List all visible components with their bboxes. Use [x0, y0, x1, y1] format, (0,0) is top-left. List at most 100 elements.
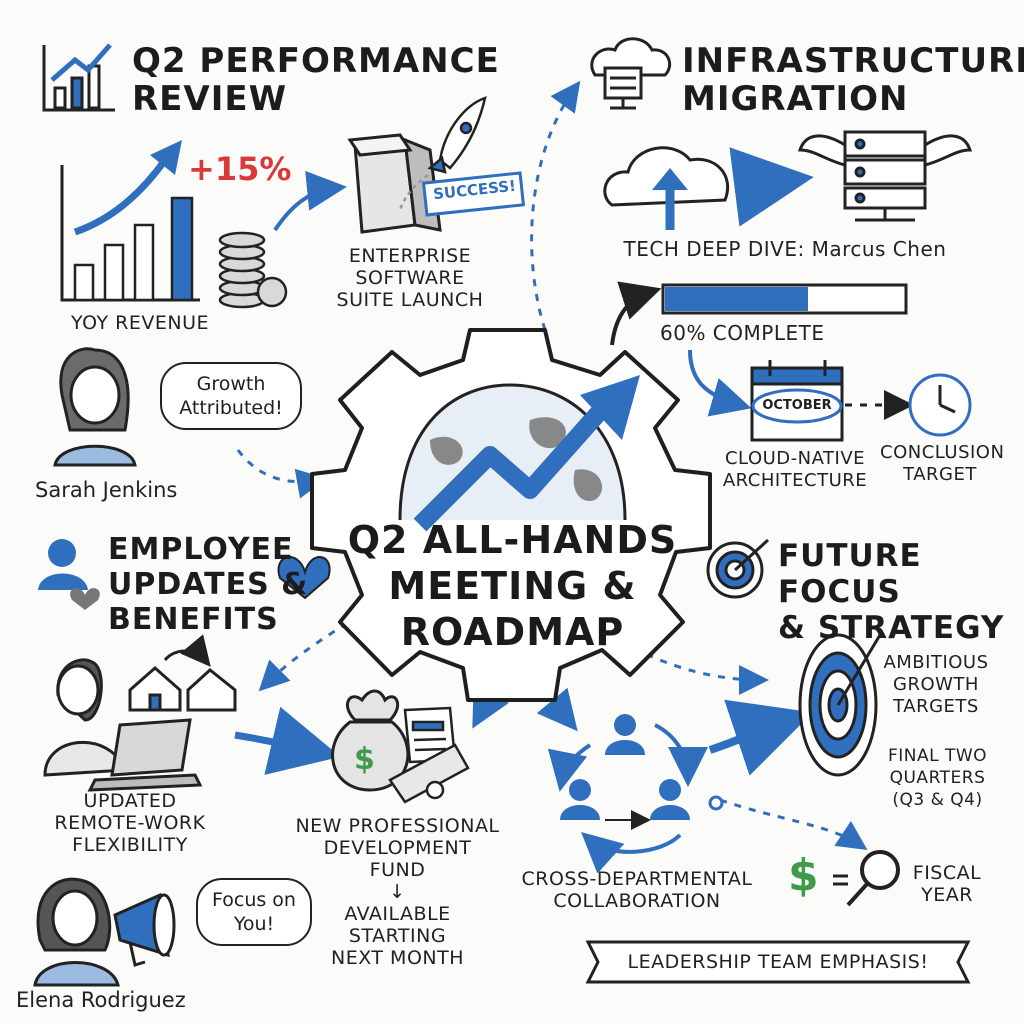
fund-line3: FUND: [369, 859, 426, 881]
elena-bubble-line1: Focus on: [212, 889, 296, 911]
elena-name: Elena Rodriguez: [16, 988, 186, 1012]
target-icon: [706, 538, 770, 599]
infrastructure-header-line1: INFRASTRUCTURE: [682, 41, 1024, 81]
performance-header-line2: REVIEW: [132, 79, 288, 119]
conclusion-line1: CONCLUSION: [880, 442, 1005, 463]
sarah-bubble-line1: Growth: [196, 373, 266, 395]
elena-speech-bubble: Focus on You!: [196, 878, 312, 946]
targets-line1: AMBITIOUS: [883, 652, 989, 673]
launch-line1: ENTERPRISE: [348, 245, 472, 267]
upload-cloud-icon: [603, 146, 729, 230]
quarters-line2: QUARTERS: [889, 768, 986, 788]
coins-icon: [218, 231, 288, 309]
architecture-line2: ARCHITECTURE: [722, 470, 868, 491]
remote-line1: UPDATED: [83, 790, 177, 812]
future-header: FUTURE FOCUS & STRATEGY: [778, 538, 1024, 646]
leadership-emphasis-label: LEADERSHIP TEAM EMPHASIS!: [627, 951, 929, 973]
fiscal-label: FISCAL YEAR: [902, 862, 992, 906]
cloud-server-icon: [590, 37, 671, 110]
targets-label: AMBITIOUS GROWTH TARGETS: [880, 652, 992, 718]
collab-line2: COLLABORATION: [553, 890, 721, 912]
winged-server-icon: [797, 130, 973, 222]
targets-line3: TARGETS: [893, 696, 979, 717]
rocket-icon: [398, 96, 487, 211]
fiscal-line1: FISCAL: [912, 862, 982, 884]
trend-arrow-icon: [413, 375, 640, 532]
growth-percentage: +15%: [188, 150, 292, 188]
document-icon: [403, 706, 457, 764]
sarah-name: Sarah Jenkins: [35, 478, 178, 502]
conclusion-label: CONCLUSION TARGET: [880, 442, 1005, 486]
money-bag-icon: [331, 689, 410, 792]
calendar-month: OCTOBER: [762, 398, 832, 413]
fund-line1: NEW PROFESSIONAL: [295, 815, 500, 837]
avatar-sarah: [53, 347, 137, 467]
employee-header-line1: EMPLOYEE: [108, 532, 294, 567]
employee-header-line3: BENEFITS: [108, 602, 279, 637]
bar-chart-icon: [42, 43, 115, 112]
avatar-remote-worker: [43, 658, 128, 777]
progress-bar: [661, 283, 908, 315]
launch-line2: SOFTWARE: [355, 267, 465, 289]
performance-header-line1: Q2 PERFORMANCE: [132, 41, 500, 81]
revenue-label: YOY REVENUE: [71, 312, 209, 334]
infrastructure-header-line2: MIGRATION: [682, 79, 909, 119]
collab-line1: CROSS-DEPARTMENTAL: [521, 868, 753, 890]
employee-header-line2: UPDATES &: [108, 567, 309, 602]
quarters-line3: (Q3 & Q4): [892, 790, 983, 810]
elena-bubble-line2: You!: [233, 913, 275, 935]
sarah-bubble-line2: Attributed!: [179, 397, 283, 419]
deep-dive-label: TECH DEEP DIVE: Marcus Chen: [623, 237, 947, 261]
center-title: Q2 ALL-HANDS MEETING & ROADMAP: [330, 517, 695, 655]
avail-line2: STARTING: [348, 925, 447, 947]
calendar-icon: [750, 360, 844, 442]
collaboration-label: CROSS-DEPARTMENTAL COLLABORATION: [512, 868, 762, 912]
fund-arrow: ↓: [389, 881, 406, 903]
architecture-line1: CLOUD-NATIVE: [724, 448, 866, 469]
avatar-elena: [33, 877, 120, 987]
fiscal-dollar-icon: $: [788, 850, 819, 901]
center-title-line2: MEETING &: [388, 564, 637, 608]
employee-header: EMPLOYEE UPDATES & BENEFITS: [108, 532, 308, 637]
progress-label: 60% COMPLETE: [660, 321, 825, 345]
heart-icon: [277, 556, 331, 600]
success-stamp: [421, 171, 526, 217]
conclusion-line2: TARGET: [903, 464, 977, 485]
dollar-sign-icon: $: [354, 742, 375, 777]
remote-work-label: UPDATED REMOTE-WORK FLEXIBILITY: [45, 790, 215, 856]
targets-line2: GROWTH: [893, 674, 979, 695]
architecture-label: CLOUD-NATIVE ARCHITECTURE: [715, 448, 875, 492]
clock-icon: [908, 373, 972, 437]
fund-line2: DEVELOPMENT: [323, 837, 472, 859]
center-title-line1: Q2 ALL-HANDS: [347, 518, 678, 562]
remote-line2: REMOTE-WORK: [54, 812, 206, 834]
launch-line3: SUITE LAUNCH: [336, 289, 484, 311]
equals-icon: [833, 874, 848, 886]
quarters-line1: FINAL TWO: [887, 746, 988, 766]
future-header-line1: FUTURE FOCUS: [778, 538, 922, 610]
fund-label: NEW PROFESSIONAL DEVELOPMENT FUND ↓ AVAI…: [290, 815, 505, 969]
quarters-label: FINAL TWO QUARTERS (Q3 & Q4): [880, 745, 995, 811]
center-title-line3: ROADMAP: [400, 610, 625, 654]
remote-line3: FLEXIBILITY: [72, 834, 188, 856]
diploma-icon: [388, 743, 470, 804]
avail-line1: AVAILABLE: [344, 903, 451, 925]
sarah-speech-bubble: Growth Attributed!: [160, 362, 302, 430]
large-target-icon: [798, 633, 882, 777]
home-icon: [128, 634, 237, 712]
avail-line3: NEXT MONTH: [331, 947, 464, 969]
solid-connectors: [234, 147, 814, 776]
connector-dot: [708, 795, 724, 811]
performance-header: Q2 PERFORMANCE REVIEW: [132, 42, 500, 118]
emphasis-banner: [585, 940, 971, 984]
future-header-line2: & STRATEGY: [778, 610, 1005, 646]
launch-label: ENTERPRISE SOFTWARE SUITE LAUNCH: [320, 245, 500, 311]
revenue-chart: [60, 140, 200, 302]
infrastructure-header: INFRASTRUCTURE MIGRATION: [682, 42, 1024, 118]
megaphone-icon: [113, 892, 176, 967]
user-heart-icon: [38, 539, 100, 610]
magnifier-icon: [846, 850, 900, 907]
collaboration-cycle-icon: [547, 714, 708, 874]
fiscal-line2: YEAR: [921, 884, 973, 906]
